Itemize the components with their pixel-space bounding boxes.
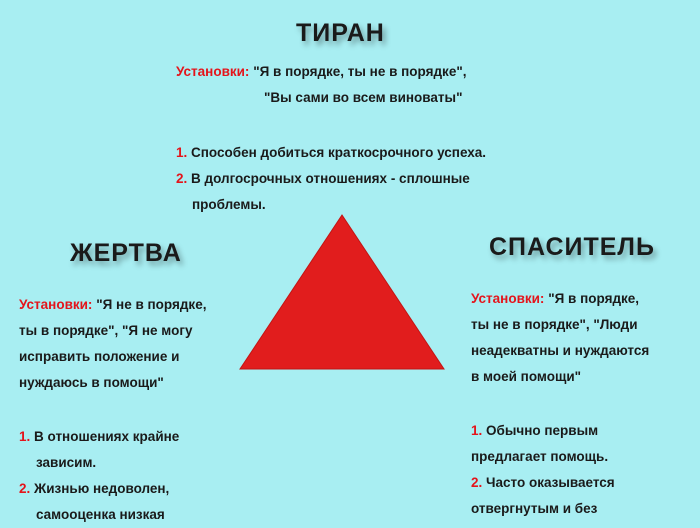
rescuer-attitude-line-1: Установки: "Я в порядке, [471, 286, 649, 312]
tyrant-trait-2-cont: проблемы. [192, 197, 266, 212]
rescuer-trait-1: 1. Обычно первым [471, 418, 615, 444]
rescuer-traits: 1. Обычно первым предлагает помощь. 2. Ч… [471, 418, 615, 522]
victim-trait-1: 1. В отношениях крайне [19, 424, 179, 450]
rescuer-trait-1-number: 1. [471, 423, 483, 438]
tyrant-trait-1: 1. Способен добиться краткосрочного успе… [176, 140, 486, 166]
victim-trait-2-text: Жизнью недоволен, [34, 481, 170, 496]
rescuer-trait-2-text: Часто оказывается [486, 475, 615, 490]
victim-trait-2-number: 2. [19, 481, 31, 496]
victim-attitude-text-1: "Я не в порядке, [96, 297, 207, 312]
tyrant-trait-2-text: В долгосрочных отношениях - сплошные [191, 171, 470, 186]
rescuer-attitude-label: Установки: [471, 291, 545, 306]
rescuer-attitude-text-1: "Я в порядке, [548, 291, 640, 306]
drama-triangle-shape [239, 214, 445, 370]
victim-trait-1-number: 1. [19, 429, 31, 444]
tyrant-attitude-line-1: Установки: "Я в порядке, ты не в порядке… [176, 59, 466, 85]
tyrant-attitude-label: Установки: [176, 64, 250, 79]
tyrant-trait-2: 2. В долгосрочных отношениях - сплошные [176, 166, 486, 192]
victim-attitude-line-4: нуждаюсь в помощи" [19, 375, 164, 390]
tyrant-attitude-line-2: "Вы сами во всем виноваты" [264, 90, 463, 105]
tyrant-attitude-text-1: "Я в порядке, ты не в порядке", [253, 64, 467, 79]
victim-attitude-label: Установки: [19, 297, 93, 312]
rescuer-trait-2: 2. Часто оказывается [471, 470, 615, 496]
victim-trait-1-text: В отношениях крайне [34, 429, 180, 444]
rescuer-attitude-line-4: в моей помощи" [471, 369, 582, 384]
tyrant-trait-2-number: 2. [176, 171, 188, 186]
victim-trait-2: 2. Жизнью недоволен, [19, 476, 179, 502]
victim-attitude-line-3: исправить положение и [19, 349, 180, 364]
tyrant-attitude: Установки: "Я в порядке, ты не в порядке… [176, 59, 466, 111]
tyrant-trait-1-text: Способен добиться краткосрочного успеха. [191, 145, 487, 160]
rescuer-attitude-line-3: неадекватны и нуждаются [471, 343, 650, 358]
tyrant-traits: 1. Способен добиться краткосрочного успе… [176, 140, 486, 218]
tyrant-title: ТИРАН [296, 19, 385, 47]
rescuer-attitude: Установки: "Я в порядке, ты не в порядке… [471, 286, 649, 390]
tyrant-trait-1-number: 1. [176, 145, 188, 160]
victim-title: ЖЕРТВА [70, 239, 182, 267]
rescuer-attitude-line-2: ты не в порядке", "Люди [471, 317, 638, 332]
victim-trait-2-cont: самооценка низкая [36, 507, 165, 522]
rescuer-title: СПАСИТЕЛЬ [489, 233, 655, 261]
rescuer-trait-2-cont: отвергнутым и без [471, 501, 598, 516]
rescuer-trait-1-cont: предлагает помощь. [471, 449, 609, 464]
rescuer-trait-2-number: 2. [471, 475, 483, 490]
rescuer-trait-1-text: Обычно первым [486, 423, 599, 438]
victim-attitude: Установки: "Я не в порядке, ты в порядке… [19, 292, 206, 396]
victim-attitude-line-2: ты в порядке", "Я не могу [19, 323, 193, 338]
drama-triangle [239, 214, 445, 370]
victim-trait-1-cont: зависим. [36, 455, 97, 470]
victim-traits: 1. В отношениях крайне зависим. 2. Жизнь… [19, 424, 179, 528]
victim-attitude-line-1: Установки: "Я не в порядке, [19, 292, 206, 318]
